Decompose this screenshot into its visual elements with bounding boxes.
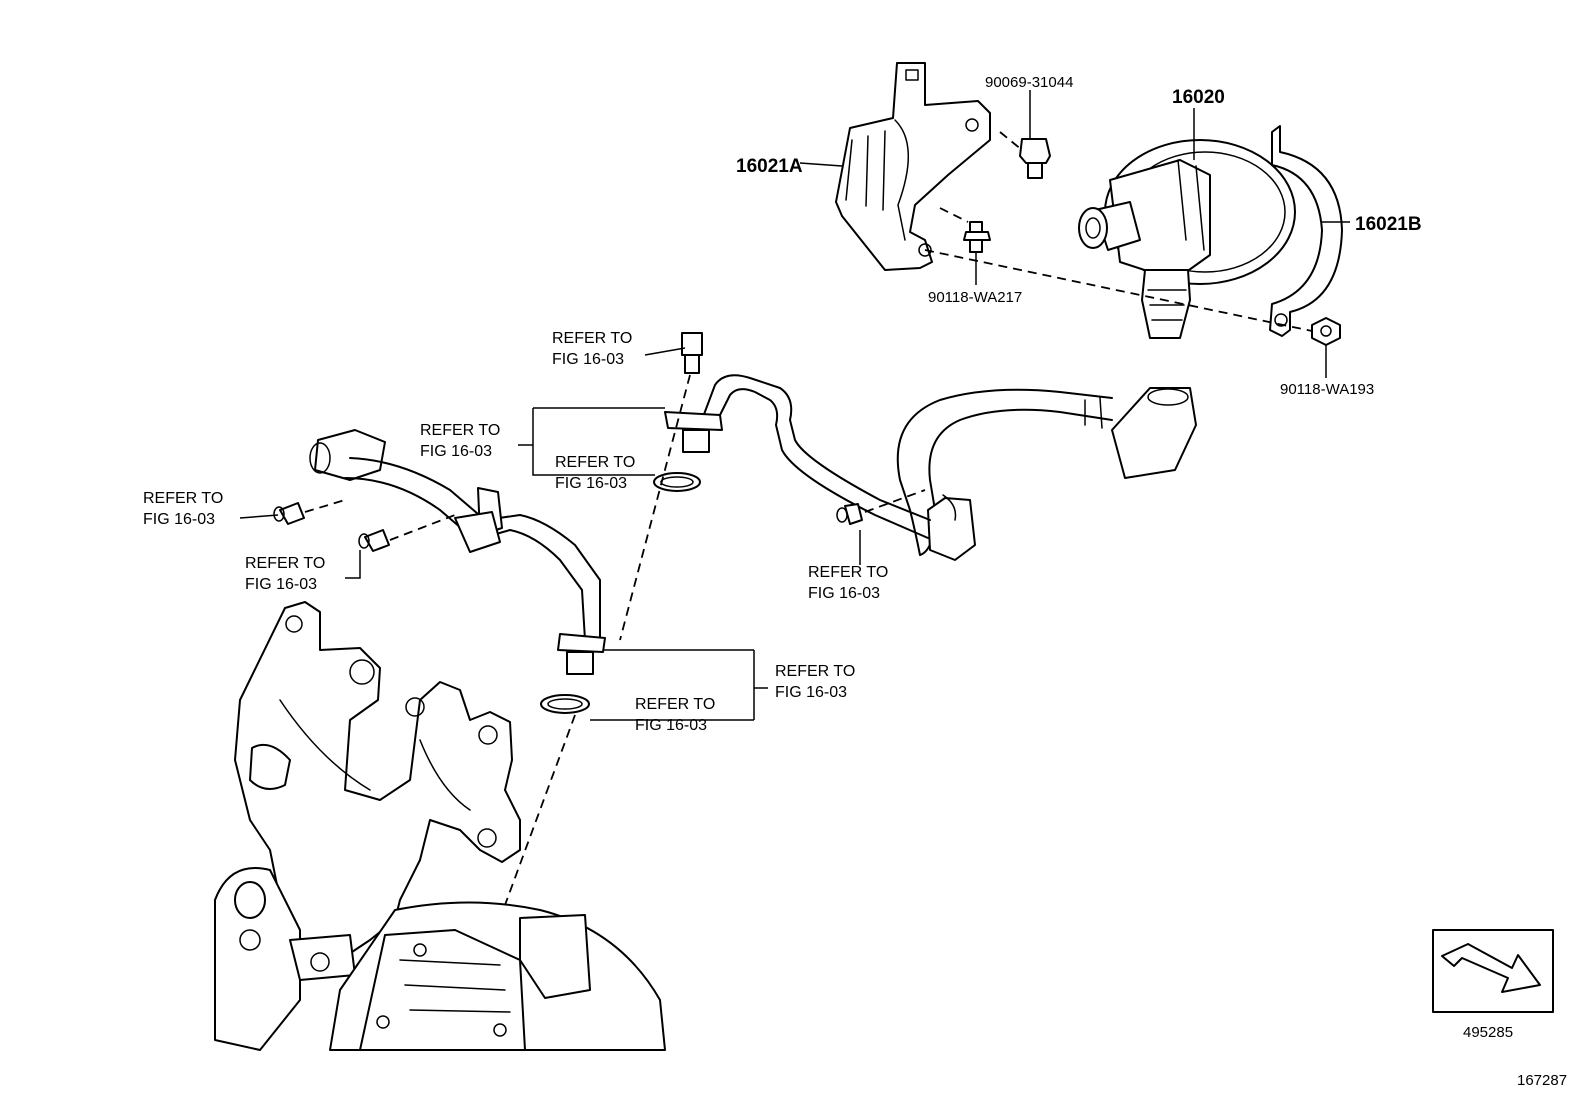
ref-line-2: FIG 16-03: [245, 576, 317, 593]
bolt-middle-top: [681, 332, 703, 374]
ref-line-1: REFER TO: [775, 663, 855, 680]
alignment-line: [924, 249, 1313, 332]
label-nut-90118-wa193: 90118-WA193: [1280, 381, 1374, 398]
water-pump-16020: [1078, 139, 1296, 339]
ref-line-2: FIG 16-03: [775, 684, 847, 701]
view-indicator-code: 495285: [1463, 1024, 1513, 1041]
ref-callout-top: REFER TO FIG 16-03: [552, 330, 632, 368]
water-hose-right: [896, 387, 1197, 561]
ref-line-2: FIG 16-03: [808, 585, 880, 602]
ref-callout-left-lower: REFER TO FIG 16-03: [245, 555, 325, 593]
ref-callout-mid-oring: REFER TO FIG 16-03: [555, 454, 635, 492]
view-indicator: 495285: [1432, 929, 1554, 1041]
ref-callout-mid-left: REFER TO FIG 16-03: [420, 422, 500, 460]
ref-line-2: FIG 16-03: [420, 443, 492, 460]
alignment-line: [939, 207, 969, 223]
ref-callout-lower-oring: REFER TO FIG 16-03: [635, 696, 715, 734]
alignment-line: [619, 374, 691, 641]
alignment-line: [304, 499, 346, 513]
ref-callout-hose-bolt: REFER TO FIG 16-03: [808, 564, 888, 602]
label-bracket-16021b: 16021B: [1355, 214, 1422, 235]
bolt-left-lower: [358, 529, 390, 552]
ref-line-2: FIG 16-03: [552, 351, 624, 368]
water-pipe-left: [309, 429, 606, 714]
ref-line-2: FIG 16-03: [143, 511, 215, 528]
ref-line-2: FIG 16-03: [555, 475, 627, 492]
bracket-16021b: [1269, 125, 1343, 337]
ref-line-1: REFER TO: [143, 490, 223, 507]
alignment-line: [864, 489, 926, 513]
alignment-line: [504, 714, 576, 906]
water-pipe-middle: [653, 374, 931, 539]
alignment-line: [389, 514, 456, 541]
illustration-number: 167287: [1517, 1072, 1567, 1089]
bolt-hose-right: [836, 503, 863, 525]
ref-line-1: REFER TO: [552, 330, 632, 347]
alignment-line: [999, 131, 1023, 151]
label-stud-90118-wa217: 90118-WA217: [928, 289, 1022, 306]
turbocharger: [214, 867, 666, 1051]
label-pump-16020: 16020: [1172, 87, 1225, 108]
ref-callout-left-upper: REFER TO FIG 16-03: [143, 490, 223, 528]
ref-line-1: REFER TO: [808, 564, 888, 581]
leader-lines: [239, 90, 1350, 721]
ref-line-1: REFER TO: [245, 555, 325, 572]
direction-arrow-icon: [1441, 943, 1541, 993]
ref-line-1: REFER TO: [635, 696, 715, 713]
bolt-left-upper: [273, 502, 305, 525]
label-bracket-16021a: 16021A: [736, 156, 803, 177]
nut-90118-wa193: [1311, 317, 1341, 346]
ref-line-1: REFER TO: [420, 422, 500, 439]
ref-line-1: REFER TO: [555, 454, 635, 471]
view-indicator-frame: [1432, 929, 1554, 1013]
bracket-16021a: [835, 62, 991, 271]
stud-bolt-90118-wa217: [963, 221, 991, 253]
ref-callout-lower-pipe: REFER TO FIG 16-03: [775, 663, 855, 701]
label-bolt-90069-31044: 90069-31044: [985, 74, 1073, 91]
ref-line-2: FIG 16-03: [635, 717, 707, 734]
bolt-90069-31044: [1019, 138, 1051, 179]
